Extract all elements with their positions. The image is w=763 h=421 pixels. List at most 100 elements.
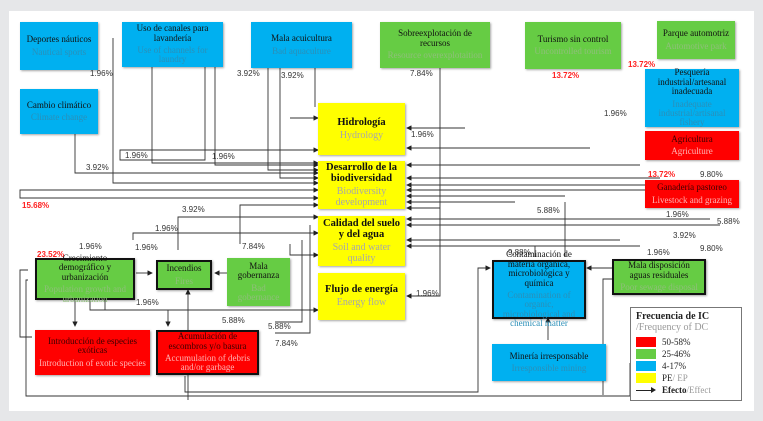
node-label-en: Automotive park [665, 40, 727, 51]
node-energy-flow: Flujo de energía Energy flow [318, 273, 405, 320]
node-label-en: Climate change [30, 112, 88, 122]
node-label-es: Calidad del suelo y del agua [322, 217, 401, 240]
edge-percent-label: 1.96% [666, 210, 689, 219]
node-label-en: Irresponsible mining [511, 363, 587, 373]
node-label-es: Contaminación de materia orgánica, micro… [506, 249, 572, 288]
node-laundry-channels: Uso de canales para lavandería Use of ch… [122, 22, 223, 67]
edge-percent-label: 3.92% [237, 69, 260, 78]
node-automotive-park: Parque automotriz Automotive park [657, 21, 735, 59]
node-label-es: Hidrología [337, 116, 386, 128]
node-label-es: Parque automotriz [662, 28, 730, 39]
edge-percent-label: 5.88% [717, 217, 740, 226]
node-label-es: Mala disposición aguas residuales [628, 260, 690, 280]
edge-percent-label: 7.84% [275, 339, 298, 348]
node-hydrology: Hidrología Hydrology [318, 103, 405, 155]
legend-title: Frecuencia de IC [636, 311, 710, 322]
node-debris-accumulation: Acumulación de escombros y/o basura Accu… [156, 330, 259, 375]
node-label-en: Population growth and urbanization [44, 284, 126, 304]
edge-percent-label: 1.96% [647, 248, 670, 257]
node-label-es: Agricultura [671, 133, 713, 144]
node-label-en: Bad aquaculture [272, 45, 331, 56]
node-agriculture: Agricultura Agriculture [645, 131, 739, 160]
legend-item: 4-17% [636, 360, 736, 372]
node-label-en: Resource overexplotaition [387, 50, 483, 61]
node-livestock-grazing: Ganadería pastoreo Livestock and grazing [645, 180, 739, 208]
node-population-growth: Crecimiento demográfico y urbanización P… [35, 253, 135, 303]
node-label-en: Agriculture [671, 146, 713, 156]
edge-percent-label: 1.96% [136, 298, 159, 307]
node-nautical-sports: Deportes náuticos Nautical sports [20, 22, 98, 70]
legend-subtitle: /Frequency of DC [636, 322, 709, 333]
legend-item: Efecto /Effect [636, 384, 736, 396]
node-label-en: Biodiversity development [335, 186, 388, 208]
node-label-en: Poor sewage disposal [620, 282, 698, 293]
node-label-es: Turismo sin control [537, 33, 609, 44]
edge-percent-label: 3.92% [86, 163, 109, 172]
node-resource-overexploitation: Sobreexplotación de recursos Resource ov… [380, 22, 490, 68]
edge-percent-label: 1.96% [79, 242, 102, 251]
node-bad-aquaculture: Mala acuicultura Bad aquaculture [251, 22, 352, 68]
arrow-right-icon [636, 385, 656, 395]
node-label-en: Soil and water quality [332, 242, 391, 264]
node-exotic-species: Introducción de especies exóticas Introd… [35, 330, 150, 375]
node-label-en: Bad gobernance [237, 282, 280, 302]
edge-percent-label: 1.96% [604, 109, 627, 118]
legend-swatch-green [636, 349, 656, 359]
node-label-en: Uncontrolled tourism [534, 46, 612, 56]
edge-percent-label: 7.84% [242, 242, 265, 251]
node-label-es: Uso de canales para lavandería [136, 23, 209, 43]
node-fishery: Pesquería industrial/artesanal inadecuad… [645, 67, 739, 128]
edge-percent-label: 9.80% [700, 244, 723, 253]
edge-percent-label: 9.80% [700, 170, 723, 179]
edge-percent-label: 1.96% [90, 69, 113, 78]
node-label-es: Deportes náuticos [26, 34, 92, 45]
node-label-es: Mala gobernanza [237, 260, 280, 281]
node-label-en: Inadequate industrial/artisanal fishery [658, 98, 726, 128]
legend-label-en: /Effect [686, 385, 711, 395]
node-soil-water-quality: Calidad del suelo y del agua Soil and wa… [318, 216, 405, 266]
edge-percent-label: 13.72% [648, 170, 676, 179]
edge-percent-label: 1.96% [125, 151, 148, 160]
legend-label-en: / EP [672, 373, 688, 383]
node-label-es: Incendios [166, 263, 202, 274]
node-label-en: Hydrology [339, 129, 384, 141]
legend-label: 25-46% [662, 349, 691, 359]
node-label-es: Minería irresponsable [509, 350, 589, 361]
node-climate-change: Cambio climático Climate change [20, 89, 98, 134]
edge-percent-label: 9.88% [508, 248, 531, 257]
node-biodiversity: Desarrollo de la biodiversidad Biodivers… [318, 161, 405, 209]
node-label-es: Flujo de energía [325, 284, 398, 296]
edge-percent-label: 13.72% [552, 71, 580, 80]
edge-percent-label: 3.92% [673, 231, 696, 240]
edge-percent-label: 1.96% [212, 152, 235, 161]
node-label-es: Ganadería pastoreo [657, 182, 727, 193]
node-label-en: Contamination of organic, microbiologica… [502, 290, 576, 329]
node-uncontrolled-tourism: Turismo sin control Uncontrolled tourism [525, 22, 621, 69]
edge-percent-label: 3.92% [281, 71, 304, 80]
node-label-es: Cambio climático [26, 99, 92, 110]
legend-swatch-blue [636, 361, 656, 371]
edge-percent-label: 23.52% [37, 250, 65, 259]
node-label-es: Pesquería industrial/artesanal inadecuad… [657, 67, 727, 97]
node-irresponsible-mining: Minería irresponsable Irresponsible mini… [492, 344, 606, 381]
node-label-en: Introduction of exotic species [39, 357, 146, 368]
legend-label: 4-17% [662, 361, 686, 371]
edge-percent-label: 1.96% [416, 289, 439, 298]
legend-label: Efecto [662, 385, 687, 395]
edge-percent-label: 1.96% [135, 243, 158, 252]
edge-percent-label: 5.88% [537, 206, 560, 215]
node-label-en: Nautical sports [31, 46, 87, 57]
legend-item: 50-58% [636, 336, 736, 348]
legend-swatch-red [636, 337, 656, 347]
node-label-en: Fires [175, 275, 193, 286]
legend: Frecuencia de IC /Frequency of DC 50-58%… [630, 307, 742, 401]
node-label-es: Sobreexplotación de recursos [398, 28, 472, 48]
node-label-en: Accumulation of debris and/or garbage [165, 353, 250, 373]
legend-swatch-yellow [636, 373, 656, 383]
node-bad-governance: Mala gobernanza Bad gobernance [227, 258, 290, 306]
edge-percent-label: 15.68% [22, 201, 50, 210]
node-contamination: Contaminación de materia orgánica, micro… [492, 250, 586, 328]
legend-item: PE / EP [636, 372, 736, 384]
edge-percent-label: 1.96% [155, 224, 178, 233]
node-label-es: Introducción de especies exóticas [48, 335, 137, 356]
